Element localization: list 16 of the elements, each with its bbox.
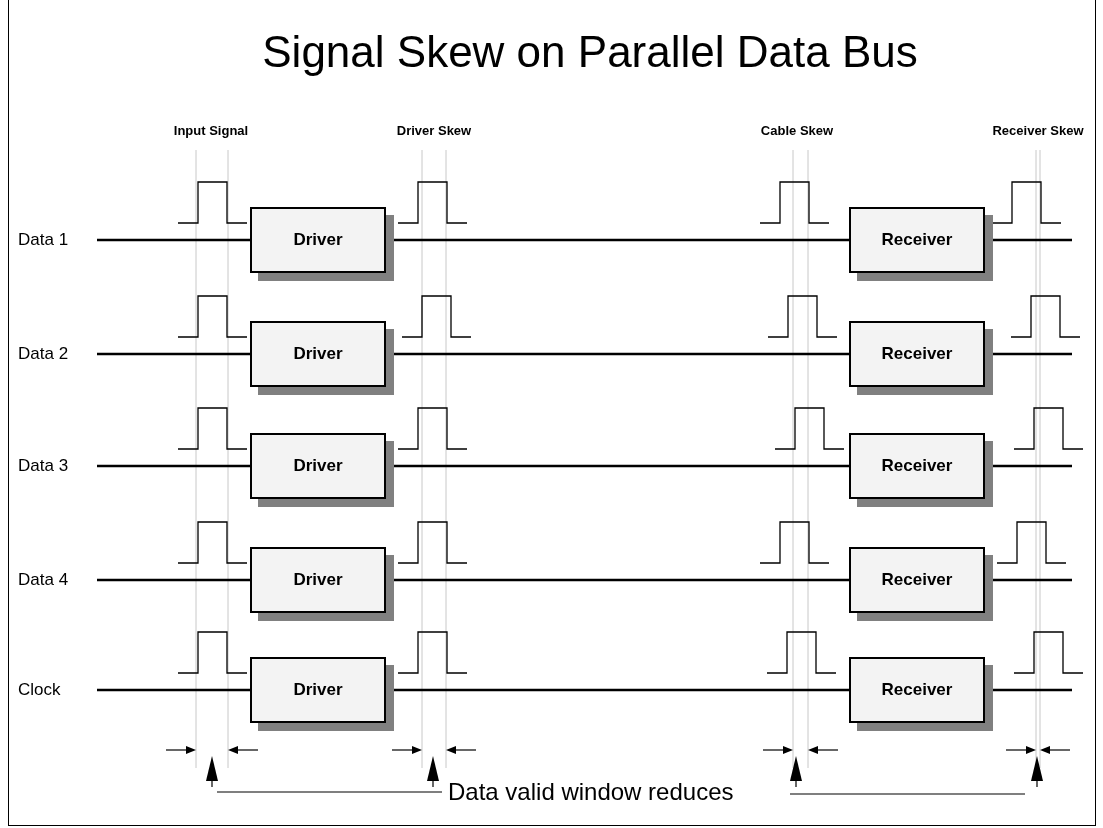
signal-line (97, 352, 250, 356)
column-heading: Cable Skew (760, 122, 834, 140)
column-heading: Receiver Skew (992, 122, 1084, 140)
note-text: Data valid window reduces (448, 778, 734, 806)
signal-line (97, 688, 250, 692)
column-heading: Driver Skew (396, 122, 472, 140)
column-heading: Input Signal (173, 122, 249, 140)
signal-line (97, 238, 250, 242)
signal-line (97, 578, 250, 582)
row-label: Clock (18, 657, 97, 723)
signal-line (97, 464, 250, 468)
diagram-title: Signal Skew on Parallel Data Bus (261, 26, 919, 78)
row-label: Data 1 (18, 207, 97, 273)
row-label: Data 2 (18, 321, 97, 387)
row-label: Data 3 (18, 433, 97, 499)
row-label: Data 4 (18, 547, 97, 613)
